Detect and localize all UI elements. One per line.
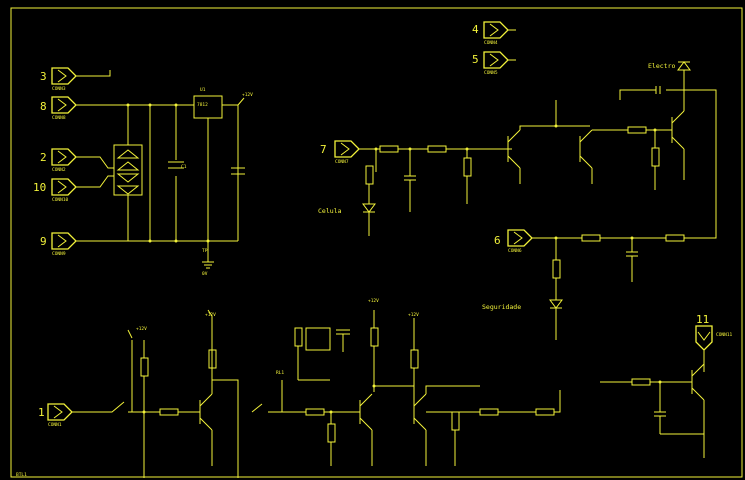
electro-label: Electro — [648, 62, 675, 70]
power-supply-block: 3 CONN3 8 CONN8 2 CONN2 10 CONN10 9 — [33, 67, 253, 277]
connector-5[interactable]: 5 CONN5 — [472, 51, 516, 76]
connector-9-number: 9 — [40, 235, 47, 248]
supply-label-1: +12V — [136, 326, 147, 332]
connector-6-label: CONN6 — [508, 248, 522, 254]
connector-11[interactable]: 11 CONN11 — [695, 313, 733, 351]
supply-label-3: +12V — [368, 298, 379, 304]
connector-9-label: CONN9 — [52, 251, 66, 257]
connector-6[interactable]: 6 CONN6 — [494, 229, 533, 254]
test-point-label: TP — [202, 248, 208, 254]
supply-label-4: +12V — [408, 312, 419, 318]
connector-6-number: 6 — [494, 234, 501, 247]
gnd-label-1: 0V — [202, 271, 208, 277]
connector-4[interactable]: 4 CONN4 — [472, 21, 516, 46]
connector-8-number: 8 — [40, 100, 47, 113]
connector-9[interactable]: 9 CONN9 — [40, 232, 77, 257]
supply-label-2: +12V — [205, 312, 216, 318]
connector-7-label: CONN7 — [335, 159, 349, 165]
celula-label: Celula — [318, 207, 342, 215]
connector-5-number: 5 — [472, 53, 479, 66]
safety-led: Seguridade — [482, 299, 563, 340]
svg-text:C1: C1 — [181, 164, 187, 170]
sheet-id-label: BTL1 — [16, 472, 27, 478]
connector-11-number: 11 — [696, 313, 709, 326]
relay-label: RL1 — [276, 370, 284, 376]
connector-10-label: CONN10 — [52, 197, 69, 203]
connector-2[interactable]: 2 CONN2 — [40, 148, 77, 173]
connector-3-number: 3 — [40, 70, 47, 83]
connector-1-number: 1 — [38, 406, 45, 419]
connector-2-label: CONN2 — [52, 167, 66, 173]
connector-4-label: CONN4 — [484, 40, 498, 46]
connector-2-number: 2 — [40, 151, 47, 164]
regulator-ref: U1 — [200, 87, 206, 93]
connector-4-number: 4 — [472, 23, 479, 36]
connector-11-label: CONN11 — [716, 332, 733, 338]
connector-7-number: 7 — [320, 143, 327, 156]
capacitor-c2 — [231, 167, 245, 175]
relay-driver-block: 1 CONN1 +12V +12V RL1 +12V — [38, 298, 561, 478]
voltage-regulator-u1: U1 7812 +12V — [193, 87, 253, 241]
sensor-amplifier-block: 7 CONN7 Celula — [318, 61, 717, 239]
electro-valve: Electro — [619, 61, 717, 239]
connector-1-label: CONN1 — [48, 422, 62, 428]
connector-5-label: CONN5 — [484, 70, 498, 76]
photocell: Celula — [318, 196, 376, 236]
safety-block: 6 CONN6 Seguridade — [482, 229, 690, 340]
regulator-supply-label: +12V — [242, 92, 253, 98]
connector-3[interactable]: 3 CONN3 — [40, 67, 77, 92]
capacitor-c1: C1 — [168, 161, 187, 170]
connector-10-number: 10 — [33, 181, 46, 194]
connector-3-label: CONN3 — [52, 86, 66, 92]
connector-8[interactable]: 8 CONN8 — [40, 96, 77, 121]
connector-11-block: 11 CONN11 — [600, 313, 733, 458]
connector-10[interactable]: 10 CONN10 — [33, 178, 77, 203]
seguridade-label: Seguridade — [482, 303, 521, 311]
sheet-border — [10, 7, 743, 478]
bridge-rectifier — [113, 144, 143, 196]
connector-8-label: CONN8 — [52, 115, 66, 121]
connector-7[interactable]: 7 CONN7 — [320, 140, 360, 165]
regulator-part: 7812 — [197, 102, 208, 108]
connector-1[interactable]: 1 CONN1 — [38, 403, 73, 428]
